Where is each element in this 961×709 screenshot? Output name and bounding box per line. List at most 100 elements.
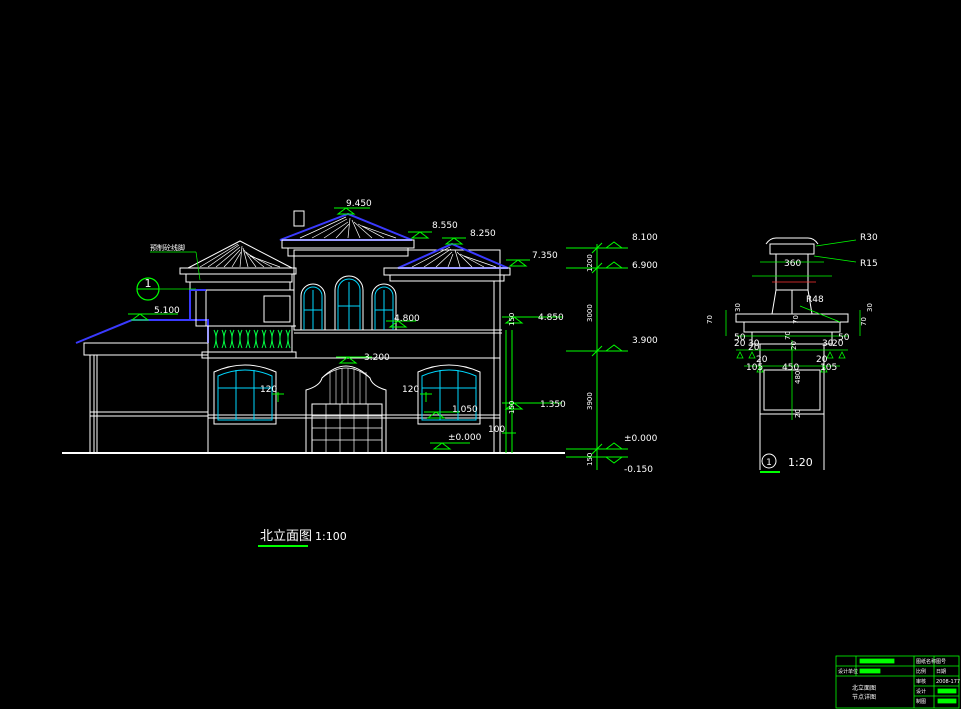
level-1350: 1.350 xyxy=(540,400,566,410)
detail-70-c: 70 xyxy=(784,331,792,340)
detail-bubble-number: 1 xyxy=(145,277,152,290)
detail-20-f: 20 xyxy=(794,409,802,418)
detail-360: 360 xyxy=(784,259,801,269)
axis-level-minus0150: -0.150 xyxy=(624,465,653,475)
dim-120-left: 120 xyxy=(260,385,277,395)
note-precast-molding: 预制砼线脚 xyxy=(150,243,185,252)
detail-title-number: 1 xyxy=(766,458,772,468)
level-8250: 8.250 xyxy=(470,229,496,239)
detail-70-a: 70 xyxy=(706,315,714,324)
right-level-axis xyxy=(566,241,628,470)
axis-dim-150: 150 xyxy=(586,453,594,466)
level-4850: 4.850 xyxy=(538,313,564,323)
garage-door xyxy=(305,365,387,453)
tb-design-label: 设计 xyxy=(916,688,926,695)
dim-150-lower: 150 xyxy=(508,401,516,414)
detail-20-c: 20 xyxy=(756,355,768,365)
detail-30-b: 30 xyxy=(866,303,874,312)
upper-left-opening xyxy=(263,295,291,323)
central-cornice xyxy=(281,239,415,249)
left-wing-wall xyxy=(89,354,209,454)
lower-window-left xyxy=(213,364,277,425)
upper-window-1 xyxy=(300,283,326,330)
axis-dim-3900: 3900 xyxy=(586,392,594,410)
detail-480: 480 xyxy=(794,371,802,384)
level-1050: 1.050 xyxy=(452,405,478,415)
axis-dim-3000: 3000 xyxy=(586,304,594,322)
tb-drafter-label: 制图 xyxy=(916,698,926,705)
detail-20-a: 20 xyxy=(734,339,746,349)
level-5100: 5.100 xyxy=(154,306,180,316)
detail-bubble-elevation: 1 xyxy=(136,277,196,301)
tb-date-label: 日期 xyxy=(936,669,946,675)
balcony-slab xyxy=(201,351,297,359)
dim-100: 100 xyxy=(488,425,505,435)
balusters xyxy=(213,329,291,349)
detail-r48: R48 xyxy=(806,295,824,305)
detail-r30: R30 xyxy=(860,233,878,243)
detail-50-a: 50 xyxy=(734,333,746,343)
right-cornice xyxy=(383,267,511,276)
detail-title-bubble xyxy=(761,453,777,469)
tb-drawing-name-1: 北立面图 xyxy=(852,684,876,692)
central-roof-hatch xyxy=(299,216,397,239)
tb-scale-label: 比例 xyxy=(916,668,926,675)
level-4800: 4.800 xyxy=(394,314,420,324)
axis-level-3900: 3.900 xyxy=(632,336,658,346)
elevation-scale: 1:100 xyxy=(315,530,347,543)
upper-windows xyxy=(300,275,397,330)
axis-level-0000: ±0.000 xyxy=(624,434,658,444)
right-frieze xyxy=(389,274,505,282)
left-gable-frieze-2 xyxy=(189,281,291,291)
detail-30-a: 30 xyxy=(734,303,742,312)
dim-120-right: 120 xyxy=(402,385,419,395)
tb-review-label: 审核 xyxy=(916,678,926,685)
level-0000: ±0.000 xyxy=(448,433,482,443)
level-markers xyxy=(128,207,562,453)
detail-20-g: 20 xyxy=(790,341,798,350)
level-3200: 3.200 xyxy=(364,353,390,363)
axis-level-6900: 6.900 xyxy=(632,261,658,271)
detail-20-b: 20 xyxy=(748,343,760,353)
roof-outline-accents xyxy=(189,289,206,320)
dim-150-upper: 150 xyxy=(508,313,516,326)
detail-105-right: 105 xyxy=(820,363,837,373)
detail-20-d: 20 xyxy=(816,355,828,365)
detail-20-e: 20 xyxy=(832,339,844,349)
level-9450: 9.450 xyxy=(346,199,372,209)
detail-70-b: 70 xyxy=(792,315,800,324)
tb-drawing-name-2: 节点详图 xyxy=(852,693,876,701)
chimney xyxy=(293,210,305,227)
balcony-railing xyxy=(207,325,293,353)
detail-30-d: 30 xyxy=(822,339,834,349)
tb-design-unit-label: 设计单位 xyxy=(838,668,858,675)
lower-window-right xyxy=(417,364,481,425)
left-gable-frieze xyxy=(185,273,293,283)
north-elevation xyxy=(62,210,565,454)
detail-50-b: 50 xyxy=(838,333,850,343)
upper-window-2 xyxy=(334,275,364,330)
level-7350: 7.350 xyxy=(532,251,558,261)
detail-105-left: 105 xyxy=(746,363,763,373)
left-gable-hatch xyxy=(199,243,281,268)
note-leader-2 xyxy=(195,251,201,281)
tb-drawing-name-label: 图纸名称 xyxy=(916,658,936,665)
axis-level-8100: 8.100 xyxy=(632,233,658,243)
title-block xyxy=(835,655,960,709)
left-wing-roof xyxy=(75,319,209,344)
detail-dimensions xyxy=(725,239,861,420)
detail-70-d: 70 xyxy=(860,317,868,326)
central-frieze xyxy=(287,247,409,257)
right-roof-hatch xyxy=(411,246,497,268)
detail-30-c: 30 xyxy=(748,339,760,349)
level-8550: 8.550 xyxy=(432,221,458,231)
detail-title-scale: 1:20 xyxy=(788,456,813,469)
axis-dim-1200: 1200 xyxy=(586,254,594,272)
detail-450: 450 xyxy=(782,363,799,373)
left-gable-cornice xyxy=(179,267,297,275)
tb-number: 2008-177 xyxy=(936,679,960,685)
upper-left-wall xyxy=(195,289,295,327)
tb-sheet-label: 图号 xyxy=(936,659,946,665)
detail-r15: R15 xyxy=(860,259,878,269)
